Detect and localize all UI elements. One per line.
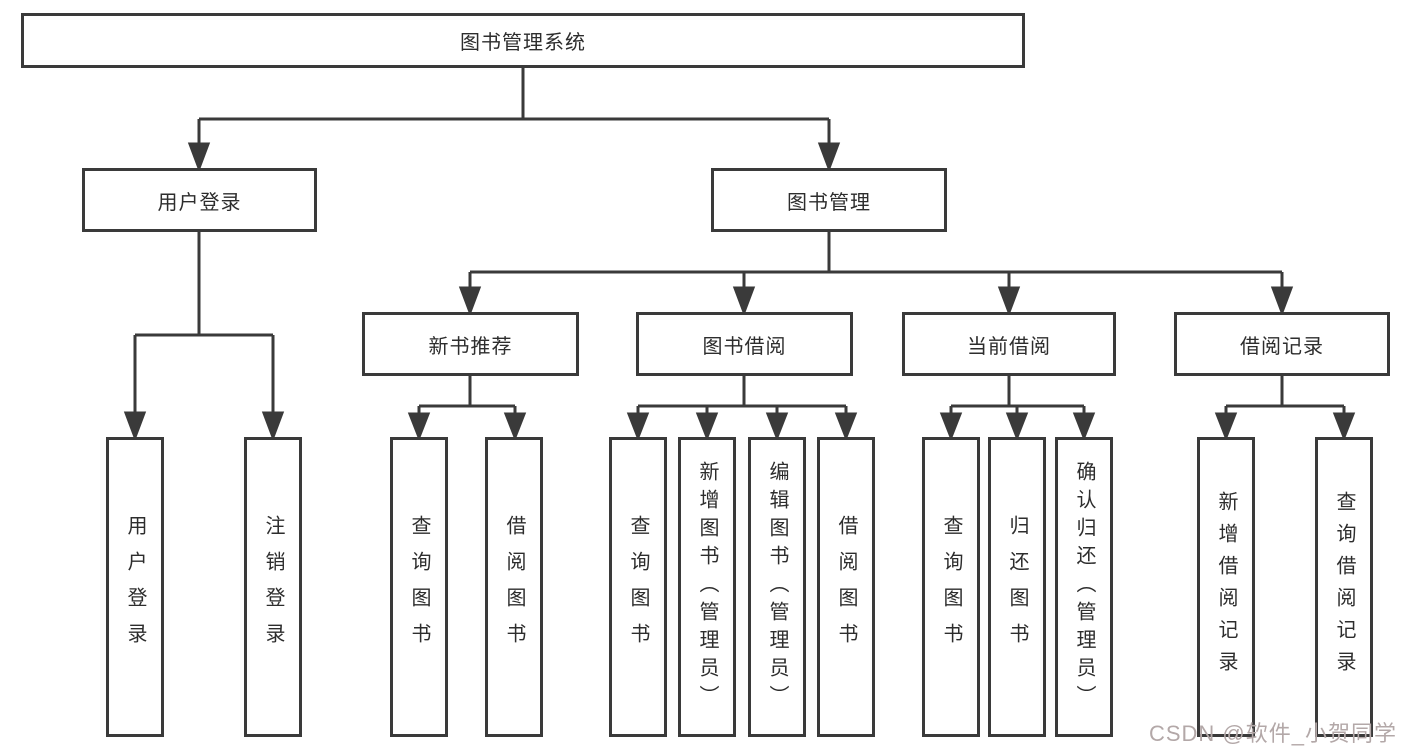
leaf-label: 借阅图书 [835, 515, 857, 659]
leaf-cb-query-books: 查询图书 [922, 437, 980, 737]
arrowhead [187, 142, 211, 173]
leaf-bb-add-books-admin: 新增图书（管理员） [678, 437, 736, 737]
node-library-management-system: 图书管理系统 [21, 13, 1025, 68]
arrowhead [1072, 412, 1096, 442]
leaf-br-query-record: 查询借阅记录 [1315, 437, 1373, 737]
leaf-label: 查询图书 [940, 515, 962, 659]
leaf-bb-borrow-books: 借阅图书 [817, 437, 875, 737]
leaf-label: 编辑图书（管理员） [766, 461, 788, 713]
arrowhead [834, 412, 858, 442]
arrowhead [695, 412, 719, 442]
arrowhead [503, 412, 527, 442]
connector-user-login-children [123, 232, 285, 442]
leaf-label: 注销登录 [262, 515, 284, 659]
leaf-logout-login: 注销登录 [244, 437, 302, 737]
arrowhead [732, 286, 756, 317]
leaf-cb-return-books: 归还图书 [988, 437, 1046, 737]
leaf-label: 查询借阅记录 [1333, 491, 1355, 683]
leaf-user-login: 用户登录 [106, 437, 164, 737]
connector-book-management-children [458, 232, 1294, 317]
arrowhead [123, 411, 147, 442]
arrowhead [997, 286, 1021, 317]
node-new-book-recommend: 新书推荐 [362, 312, 579, 376]
arrowhead [1270, 286, 1294, 317]
connector-root-to-level2 [187, 68, 841, 173]
arrowhead [1005, 412, 1029, 442]
arrowhead [458, 286, 482, 317]
node-book-management: 图书管理 [711, 168, 947, 232]
arrowhead [626, 412, 650, 442]
connector-borrow-records-children [1214, 376, 1356, 442]
arrowhead [1214, 412, 1238, 442]
leaf-label: 借阅图书 [503, 515, 525, 659]
leaf-label: 查询图书 [408, 515, 430, 659]
leaf-label: 新增借阅记录 [1215, 491, 1237, 683]
csdn-watermark: CSDN @软件_小贺同学 [1148, 721, 1397, 746]
arrowhead [1332, 412, 1356, 442]
leaf-nb-query-books: 查询图书 [390, 437, 448, 737]
node-borrow-records: 借阅记录 [1174, 312, 1390, 376]
node-user-login: 用户登录 [82, 168, 317, 232]
leaf-bb-edit-books-admin: 编辑图书（管理员） [748, 437, 806, 737]
leaf-label: 确认归还（管理员） [1073, 461, 1095, 713]
connector-new-book-children [407, 376, 527, 442]
leaf-nb-borrow-books: 借阅图书 [485, 437, 543, 737]
leaf-cb-confirm-return-admin: 确认归还（管理员） [1055, 437, 1113, 737]
node-book-borrow: 图书借阅 [636, 312, 853, 376]
leaf-br-add-record: 新增借阅记录 [1197, 437, 1255, 737]
arrowhead [765, 412, 789, 442]
node-current-borrow: 当前借阅 [902, 312, 1116, 376]
arrowhead [939, 412, 963, 442]
connector-current-borrow-children [939, 376, 1096, 442]
connector-book-borrow-children [626, 376, 858, 442]
leaf-label: 归还图书 [1006, 515, 1028, 659]
leaf-label: 新增图书（管理员） [696, 461, 718, 713]
leaf-bb-query-books: 查询图书 [609, 437, 667, 737]
arrowhead [261, 411, 285, 442]
leaf-label: 用户登录 [124, 515, 146, 659]
arrowhead [817, 142, 841, 173]
leaf-label: 查询图书 [627, 515, 649, 659]
arrowhead [407, 412, 431, 442]
